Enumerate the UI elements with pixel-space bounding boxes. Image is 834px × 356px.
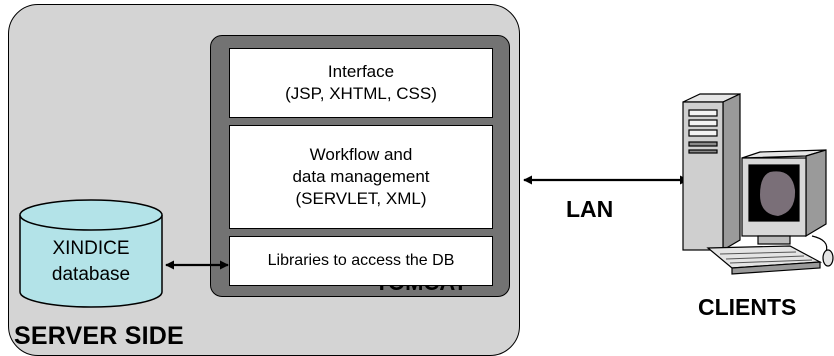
server-side-label: SERVER SIDE <box>14 322 184 350</box>
interface-layer: Interface (JSP, XHTML, CSS) <box>229 48 493 118</box>
interface-layer-line: (JSP, XHTML, CSS) <box>285 84 437 103</box>
db-libraries-layer: Libraries to access the DB <box>229 236 493 286</box>
database-label-line: database <box>51 264 131 285</box>
database-label: XINDICE database <box>20 236 162 288</box>
workflow-layer: Workflow and data management (SERVLET, X… <box>229 125 493 229</box>
database-cylinder-icon <box>19 199 163 308</box>
client-computer-icon <box>682 93 834 275</box>
database-label-line: XINDICE <box>52 238 130 259</box>
lan-label: LAN <box>566 196 614 222</box>
workflow-layer-line: (SERVLET, XML) <box>295 189 427 208</box>
workflow-layer-line: Workflow and <box>309 145 413 164</box>
clients-label: CLIENTS <box>698 294 797 320</box>
db-libraries-layer-line: Libraries to access the DB <box>267 252 455 269</box>
workflow-layer-line: data management <box>292 167 430 186</box>
interface-layer-line: Interface <box>327 62 395 81</box>
